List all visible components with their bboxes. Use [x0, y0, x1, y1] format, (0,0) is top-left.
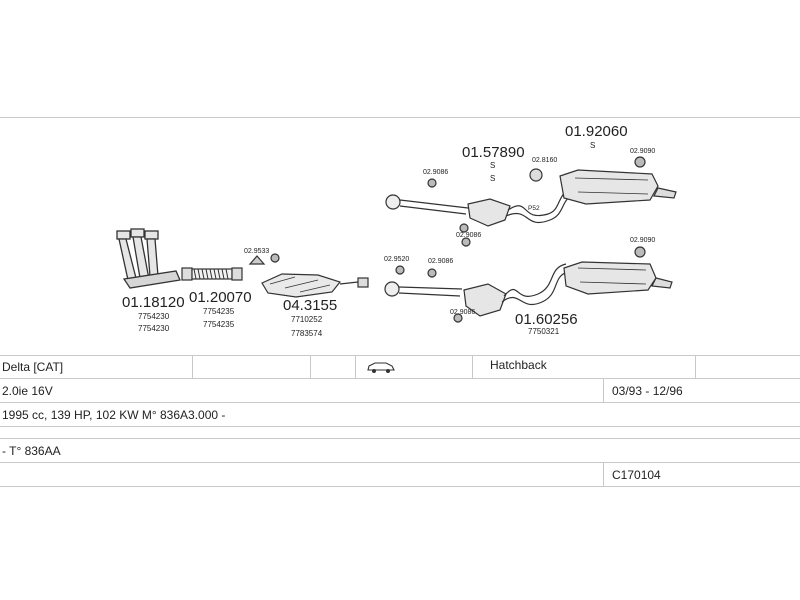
- part-number-01-92060: 01.92060: [565, 123, 628, 140]
- oe-number: 7710252: [291, 315, 323, 324]
- fitting-number: 02.8160: [532, 157, 557, 164]
- front-pipe-lower: [384, 178, 646, 323]
- oe-number: 7754230: [138, 324, 170, 333]
- fitting-number: 02.9086: [428, 258, 453, 265]
- vehicle-row-spacer: [0, 427, 800, 439]
- part-number-01-57890: 01.57890: [462, 144, 525, 161]
- part-number-04-3155: 04.3155: [283, 297, 337, 314]
- pipe-mark: P52: [528, 205, 540, 212]
- rear-silencer-lower: [563, 261, 673, 295]
- flex-pipe: [181, 267, 243, 281]
- oe-number: 7754235: [203, 320, 235, 329]
- part-code: S: [490, 174, 495, 183]
- car-icon: [364, 356, 398, 378]
- fitting-number: 02.9086: [423, 169, 448, 176]
- oe-number: 7754235: [203, 307, 235, 316]
- rear-silencer-upper: [559, 169, 677, 205]
- fitting-number: 02.9086: [450, 309, 475, 316]
- top-divider: [0, 117, 800, 118]
- vehicle-row-code: C170104: [0, 463, 800, 487]
- part-number-01-60256: 01.60256: [515, 311, 578, 328]
- part-number-01-20070: 01.20070: [189, 289, 252, 306]
- oe-number: 7783574: [291, 329, 323, 338]
- type-code: - T° 836AA: [2, 443, 61, 458]
- vehicle-row-engine: 2.0ie 16V 03/93 - 12/96: [0, 379, 800, 403]
- catalytic-converter: [248, 253, 369, 298]
- production-years: 03/93 - 12/96: [612, 383, 683, 398]
- fitting-number: 02.9086: [456, 232, 481, 239]
- vehicle-row-model: Delta [CAT] Hatchback: [0, 355, 800, 379]
- part-code: S: [490, 161, 495, 170]
- fitting-number: 02.9090: [630, 148, 655, 155]
- engine: 2.0ie 16V: [2, 383, 53, 398]
- oe-number: 7754230: [138, 312, 170, 321]
- exhaust-manifold: [116, 228, 181, 289]
- vehicle-model: Delta [CAT]: [2, 360, 64, 374]
- part-code: S: [590, 141, 595, 150]
- catalog-code: C170104: [612, 467, 661, 482]
- fitting-number: 02.9520: [384, 256, 409, 263]
- fitting-number: 02.9090: [630, 237, 655, 244]
- fitting-number: 02.9533: [244, 248, 269, 255]
- oe-number: 7750321: [528, 327, 560, 336]
- engine-specs: 1995 cc, 139 HP, 102 KW M° 836A3.000 -: [2, 407, 226, 422]
- exhaust-diagram: 01.18120 7754230 7754230 01.20070 775423…: [116, 123, 677, 338]
- part-number-01-18120: 01.18120: [122, 294, 185, 311]
- front-pipe-upper: [385, 156, 646, 227]
- vehicle-row-specs: 1995 cc, 139 HP, 102 KW M° 836A3.000 -: [0, 403, 800, 427]
- body-style: Hatchback: [490, 358, 547, 372]
- vehicle-row-type: - T° 836AA: [0, 439, 800, 463]
